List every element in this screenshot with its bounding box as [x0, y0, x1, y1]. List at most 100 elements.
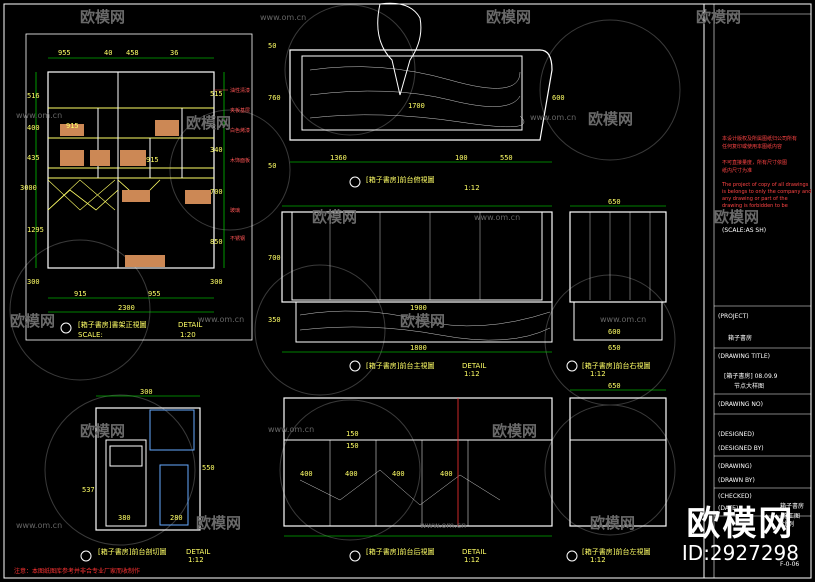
right-dim-600: 600	[608, 328, 621, 336]
dim-top-1: 955	[58, 49, 71, 57]
callout-6: 不锈钢	[230, 235, 245, 242]
plan-dim-100: 100	[455, 154, 468, 162]
tb-note-2: 任何复印或使用本图纸内容	[722, 143, 782, 150]
tb-note-en-3: any drawing or part of the	[722, 196, 788, 202]
bookshelf-title: [箱子書房]書架正視圖	[78, 320, 146, 329]
back-scale: 1:12	[464, 556, 480, 564]
section-scale: 1:12	[188, 556, 204, 564]
tb-note-3: 不可直接量度，所有尺寸依图	[722, 159, 787, 166]
dim-top-2: 40	[104, 49, 112, 57]
section-dim-550: 550	[202, 464, 215, 472]
sheet-border	[3, 3, 812, 579]
section-dim-537: 537	[82, 486, 95, 494]
watermark-url-9: www.om.cn	[420, 521, 466, 530]
inner-dim-1: 915	[66, 122, 79, 130]
title-block: 本设计版权及所属图纸归公司所有 任何复印或使用本图纸内容 不可直接量度，所有尺寸…	[714, 13, 811, 568]
site-badge: 欧模网 ID:2927298	[682, 506, 799, 564]
section-dim-280: 280	[170, 514, 183, 522]
dim-right-2: 340	[210, 146, 223, 154]
watermark-url-2: www.om.cn	[530, 113, 576, 122]
callouts-bookshelf: 油性清漆 夹板基层 白色烤漆 木饰面板 玻璃 不锈钢	[214, 87, 250, 242]
desk-left-view: 650 [箱子書房]前台左視圖 1:12	[566, 382, 667, 564]
back-detail: DETAIL	[462, 548, 486, 556]
front-dim-1800: 1800	[410, 344, 427, 352]
watermark-url-5: www.om.cn	[198, 315, 244, 324]
section-title: [箱子書房]前台剖切圖	[98, 547, 166, 556]
right-dim-650b: 650	[608, 344, 621, 352]
back-title: [箱子書房]前台后視圖	[366, 547, 434, 556]
watermark-brand-3: 欧模网	[696, 8, 741, 26]
watermark-brand-4: 欧模网	[186, 114, 231, 132]
desk-right-view: 650 600 650 [箱子書房]前台右視圖 1:12	[566, 198, 667, 378]
tb-note-en-4: drawing is forbidden to be	[722, 203, 788, 209]
dim-right-1: 515	[210, 90, 223, 98]
watermark-url-1: www.om.cn	[260, 13, 306, 22]
dim-left-5: 3000	[20, 184, 37, 192]
watermark-brand-7: 欧模网	[714, 208, 759, 226]
watermark-brand-11: 欧模网	[492, 422, 537, 440]
callout-1: 油性清漆	[230, 87, 250, 94]
tb-row-7: (DATE)	[718, 505, 738, 512]
dim-right-4: 850	[210, 238, 223, 246]
dim-left-6: 1295	[27, 226, 44, 234]
watermark-brand-5: 欧模网	[588, 110, 633, 128]
tb-mini-2: 施工图	[782, 512, 800, 520]
dim-right-3: 700	[210, 188, 223, 196]
desk-section-view: 300 550 280 380 537 [箱子書房]前台剖切圖 DETAIL 1…	[80, 388, 215, 564]
left-scale: 1:12	[590, 556, 606, 564]
section-detail: DETAIL	[186, 548, 210, 556]
bookshelf-scale: 1:20	[180, 331, 196, 339]
left-dim-650: 650	[608, 382, 621, 390]
warning-note: 注意：本图纸图库参考并非合专业厂家而收制作	[14, 567, 140, 575]
plan-dim-50b: 50	[268, 162, 276, 170]
front-dim-1900: 1900	[410, 304, 427, 312]
section-dim-300: 300	[140, 388, 153, 396]
watermark-url-8: www.om.cn	[16, 521, 62, 530]
right-scale: 1:12	[590, 370, 606, 378]
badge-id: ID:2927298	[681, 541, 799, 565]
tb-mini-4: F-0-06	[780, 561, 799, 568]
watermark-brand-2: 欧模网	[486, 8, 531, 26]
bookshelf-detail: DETAIL	[178, 321, 202, 329]
watermark-brand-13: 欧模网	[590, 514, 635, 532]
plan-dim-50a: 50	[268, 42, 276, 50]
watermark-url-4: www.om.cn	[474, 213, 520, 222]
tb-note-en-2: is belongs to only the company and	[722, 189, 811, 195]
back-dim-1: 400	[300, 470, 313, 478]
front-title: [箱子書房]前台主視圖	[366, 361, 434, 370]
tb-note-4: 纸内尺寸为准	[722, 167, 752, 174]
tb-drawing-title: [箱子書房] 08.09.9	[724, 372, 778, 380]
watermarks: 欧模网 www.om.cn 欧模网 欧模网 欧模网 www.om.cn 欧模网 …	[10, 8, 759, 532]
watermark-brand-1: 欧模网	[80, 8, 125, 26]
watermark-brand-6: 欧模网	[312, 208, 357, 226]
watermark-brand-8: 欧模网	[10, 312, 55, 330]
desk-back-view: 400 400 400 400 150 150 [箱子書房]前台后視圖 DETA…	[283, 397, 553, 564]
watermark-brand-12: 欧模网	[196, 514, 241, 532]
right-dim-650: 650	[608, 198, 621, 206]
tb-row-2: (DESIGNED)	[718, 431, 754, 438]
tb-row-1: (DRAWING NO)	[718, 401, 763, 408]
tb-mini-3: 比例	[782, 520, 794, 528]
dim-top-4: 36	[170, 49, 178, 57]
tb-mini-1: 箱子書房	[780, 502, 804, 510]
tb-drawing-title-label: (DRAWING TITLE)	[718, 353, 770, 360]
plan-scale: 1:12	[464, 184, 480, 192]
dim-bottom-2: 955	[148, 290, 161, 298]
plan-title: [箱子書房]前台俯視圖	[366, 175, 434, 184]
tb-row-6: (CHECKED)	[718, 493, 752, 500]
plan-dim-1360: 1360	[330, 154, 347, 162]
back-dim-4: 400	[440, 470, 453, 478]
dim-left-3: 435	[27, 154, 40, 162]
dim-bottom-total: 2300	[118, 304, 135, 312]
tb-sub-head: (SCALE:AS SH)	[722, 227, 766, 234]
tb-note-1: 本设计版权及所属图纸归公司所有	[722, 135, 797, 142]
callout-3: 白色烤漆	[230, 127, 250, 134]
callout-4: 木饰面板	[230, 157, 250, 164]
tb-row-5: (DRAWN BY)	[718, 477, 755, 484]
left-title: [箱子書房]前台左視圖	[582, 547, 650, 556]
front-dim-700: 700	[268, 254, 281, 262]
dim-top-3: 458	[126, 49, 139, 57]
watermark-arcs	[9, 4, 681, 546]
back-dim-3: 400	[392, 470, 405, 478]
